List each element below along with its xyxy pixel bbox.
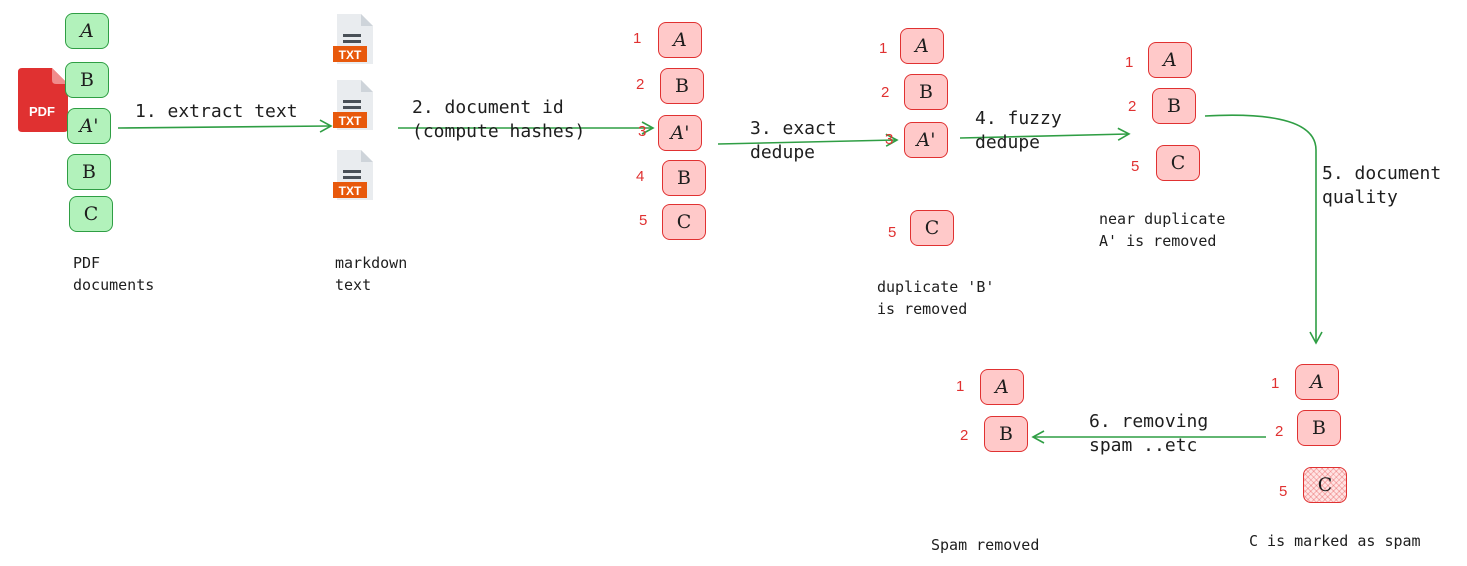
doc-id-number: 3	[638, 123, 647, 140]
source-doc-3: A'	[67, 108, 111, 144]
exact-caption: duplicate 'B' is removed	[877, 278, 995, 318]
fuzzy-doc-2: B	[1152, 88, 1196, 124]
arrow-doc-quality	[1204, 114, 1323, 345]
source-doc-2: B	[65, 62, 109, 98]
id-doc-5: C	[662, 204, 706, 240]
text-caption: markdown text	[335, 254, 408, 294]
quality-caption: C is marked as spam	[1249, 532, 1421, 550]
fuzzy-doc-1: A	[1148, 42, 1192, 78]
pdf-icon-label: PDF	[29, 104, 55, 119]
quality-doc-2: B	[1297, 410, 1341, 446]
step-document-id: 2. document id (compute hashes)	[412, 97, 586, 142]
doc-id-number: 2	[1275, 423, 1284, 440]
quality-doc-5-spam: C	[1303, 467, 1347, 503]
txt-icon-label: TXT	[339, 48, 362, 62]
exact-doc-2: B	[904, 74, 948, 110]
txt-icon-label: TXT	[339, 184, 362, 198]
source-caption: PDF documents	[73, 254, 155, 294]
fuzzy-caption: near duplicate A' is removed	[1099, 210, 1226, 250]
step-extract-text: 1. extract text	[135, 101, 298, 122]
doc-id-number: 2	[960, 427, 969, 444]
exact-doc-3: A'	[904, 122, 948, 158]
doc-id-number: 1	[879, 40, 888, 57]
txt-file-icon: TXT	[333, 150, 377, 206]
source-doc-4: B	[67, 154, 111, 190]
step-removing-spam: 6. removing spam ..etc	[1089, 411, 1209, 456]
source-doc-5: C	[69, 196, 113, 232]
doc-id-number: 1	[633, 30, 642, 47]
source-doc-1: A	[65, 13, 109, 49]
doc-id-number: 5	[639, 212, 648, 229]
doc-id-number: 5	[1279, 483, 1288, 500]
final-doc-2: B	[984, 416, 1028, 452]
quality-doc-1: A	[1295, 364, 1339, 400]
doc-id-number: 1	[1271, 375, 1280, 392]
id-doc-3: A'	[658, 115, 702, 151]
doc-id-number: 2	[1128, 98, 1137, 115]
doc-id-number: 1	[956, 378, 965, 395]
step-exact-dedupe: 3. exact dedupe	[750, 118, 837, 163]
fuzzy-doc-5: C	[1156, 145, 1200, 181]
id-doc-1: A	[658, 22, 702, 58]
doc-id-number: 2	[881, 84, 890, 101]
id-doc-4: B	[662, 160, 706, 196]
arrow-extract	[117, 119, 333, 133]
doc-id-number: 5	[888, 224, 897, 241]
doc-id-number: 2	[636, 76, 645, 93]
arrow-fuzzy-dedupe	[959, 127, 1131, 141]
pdf-file-icon: PDF	[18, 68, 68, 136]
txt-file-icon: TXT	[333, 14, 377, 70]
id-doc-2: B	[660, 68, 704, 104]
final-caption: Spam removed	[931, 536, 1040, 554]
exact-doc-5: C	[910, 210, 954, 246]
doc-id-number: 5	[1131, 158, 1140, 175]
txt-file-icon: TXT	[333, 80, 377, 136]
doc-id-number: 1	[1125, 54, 1134, 71]
doc-id-number: 4	[636, 168, 645, 185]
final-doc-1: A	[980, 369, 1024, 405]
doc-id-number: 3	[885, 131, 894, 148]
step-document-quality: 5. document quality	[1322, 163, 1442, 208]
txt-icon-label: TXT	[339, 114, 362, 128]
step-fuzzy-dedupe: 4. fuzzy dedupe	[975, 108, 1062, 153]
arrow-exact-dedupe	[717, 133, 899, 147]
exact-doc-1: A	[900, 28, 944, 64]
